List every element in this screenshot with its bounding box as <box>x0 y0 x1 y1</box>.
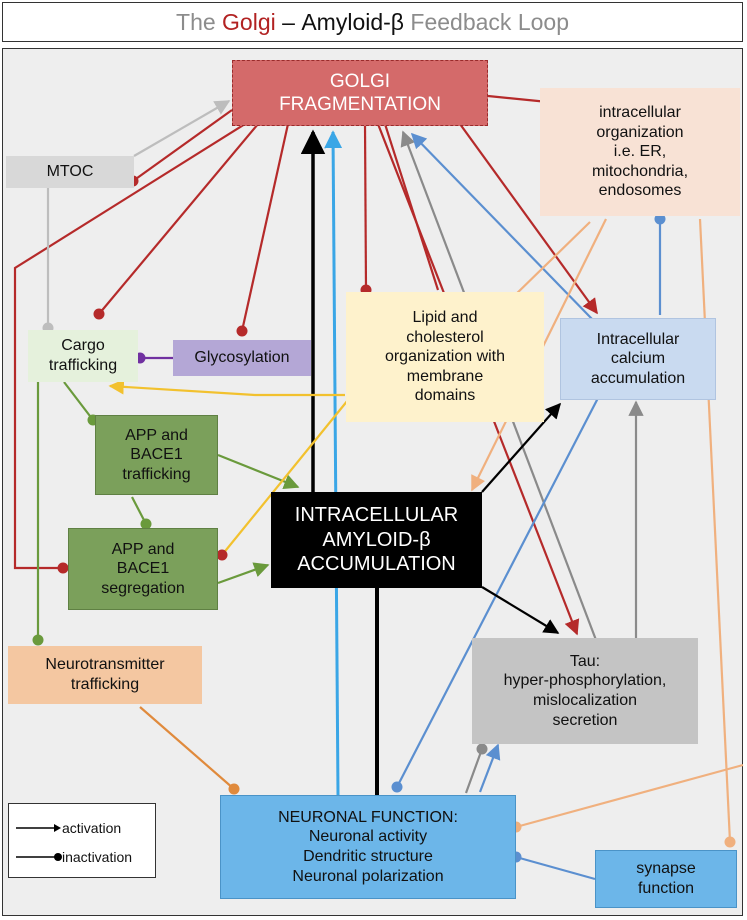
neuronal-function-box: NEURONAL FUNCTION: Neuronal activity Den… <box>220 795 516 899</box>
amyloid-accumulation-label: INTRACELLULAR AMYLOID-β ACCUMULATION <box>294 504 459 576</box>
app-bace1-trafficking-box: APP and BACE1 trafficking <box>95 415 218 495</box>
cargo-trafficking-box: Cargo trafficking <box>28 330 138 382</box>
edge-neuronal-tau-blue <box>478 743 501 793</box>
edge-amyloid-tau <box>481 586 560 634</box>
intracellular-calcium-label: Intracellular calcium accumulation <box>590 330 686 387</box>
app-bace1-segregation-box: APP and BACE1 segregation <box>68 528 218 610</box>
title-rest: Feedback Loop <box>404 8 569 35</box>
edge-traffic-seg <box>131 496 152 530</box>
glycosylation-box: Glycosylation <box>173 340 311 376</box>
mtoc-box: MTOC <box>6 156 134 188</box>
edge-neuronal-golgi <box>324 130 343 796</box>
synapse-function-box: synapse function <box>595 850 737 908</box>
lipid-cholesterol-box: Lipid and cholesterol organization with … <box>346 292 544 422</box>
edge-amyloid-calcium <box>481 402 562 493</box>
edge-golgi-mtoc <box>127 109 233 187</box>
edge-org-lipid <box>509 221 591 301</box>
app-bace1-segregation-label: APP and BACE1 segregation <box>101 540 185 597</box>
title-golgi: Golgi <box>222 8 276 35</box>
edge-traffic-amyloid <box>217 453 300 490</box>
tau-box: Tau: hyper-phosphorylation, mislocalizat… <box>472 638 698 744</box>
edge-golgi-glyco <box>236 123 290 337</box>
title-dash: – <box>275 8 302 35</box>
synapse-function-label: synapse function <box>636 860 696 897</box>
title-amyloid: Amyloid-β <box>301 8 405 35</box>
neurotransmitter-trafficking-box: Neurotransmitter trafficking <box>8 646 202 704</box>
edge-synapse-neuronal <box>510 851 596 881</box>
glycosylation-label: Glycosylation <box>194 349 290 367</box>
neurotransmitter-trafficking-label: Neurotransmitter trafficking <box>45 656 165 693</box>
edge-org-neuronal <box>510 763 744 833</box>
intracellular-organization-label: intracellular organization i.e. ER, mito… <box>591 104 689 200</box>
figure-title: The Golgi – Amyloid-β Feedback Loop <box>2 2 743 42</box>
edge-neuro-neuronal <box>139 706 240 795</box>
amyloid-accumulation-box: INTRACELLULAR AMYLOID-β ACCUMULATION <box>271 492 482 588</box>
edge-org-synapse <box>698 218 736 848</box>
legend-activation: activation <box>9 818 155 838</box>
inactivation-dot-icon <box>16 853 62 861</box>
title-part1: The <box>176 8 223 35</box>
edge-golgi-cargo <box>93 123 259 320</box>
edge-lipid-cargo <box>108 379 345 397</box>
mtoc-label: MTOC <box>46 163 94 181</box>
edge-golgi-lipid <box>360 123 372 296</box>
neuronal-function-label: NEURONAL FUNCTION: Neuronal activity Den… <box>278 808 458 885</box>
cargo-trafficking-label: Cargo trafficking <box>48 337 118 374</box>
golgi-fragmentation-box: GOLGI FRAGMENTATION <box>232 60 488 126</box>
edge-cargo-traffic <box>63 381 99 426</box>
legend-inactivation-label: inactivation <box>62 849 133 865</box>
edge-lipid-golgi <box>383 123 440 291</box>
intracellular-organization-box: intracellular organization i.e. ER, mito… <box>540 88 740 216</box>
legend: activation inactivation <box>8 803 156 878</box>
intracellular-calcium-box: Intracellular calcium accumulation <box>560 318 716 400</box>
edge-lipid-seg <box>216 399 349 561</box>
golgi-fragmentation-label: GOLGI FRAGMENTATION <box>279 70 441 115</box>
edge-seg-amyloid <box>217 562 270 585</box>
edge-calcium-golgi <box>410 132 593 320</box>
tau-label: Tau: hyper-phosphorylation, mislocalizat… <box>503 652 667 729</box>
edge-mtoc-golgi <box>133 100 231 157</box>
activation-arrow-icon <box>16 824 61 832</box>
app-bace1-trafficking-label: APP and BACE1 trafficking <box>122 426 191 483</box>
legend-activation-label: activation <box>62 820 122 836</box>
edge-calcium-neuronal <box>391 397 599 793</box>
legend-inactivation: inactivation <box>9 847 155 867</box>
lipid-cholesterol-label: Lipid and cholesterol organization with … <box>384 309 506 405</box>
edge-neuronal-tau <box>464 743 488 794</box>
